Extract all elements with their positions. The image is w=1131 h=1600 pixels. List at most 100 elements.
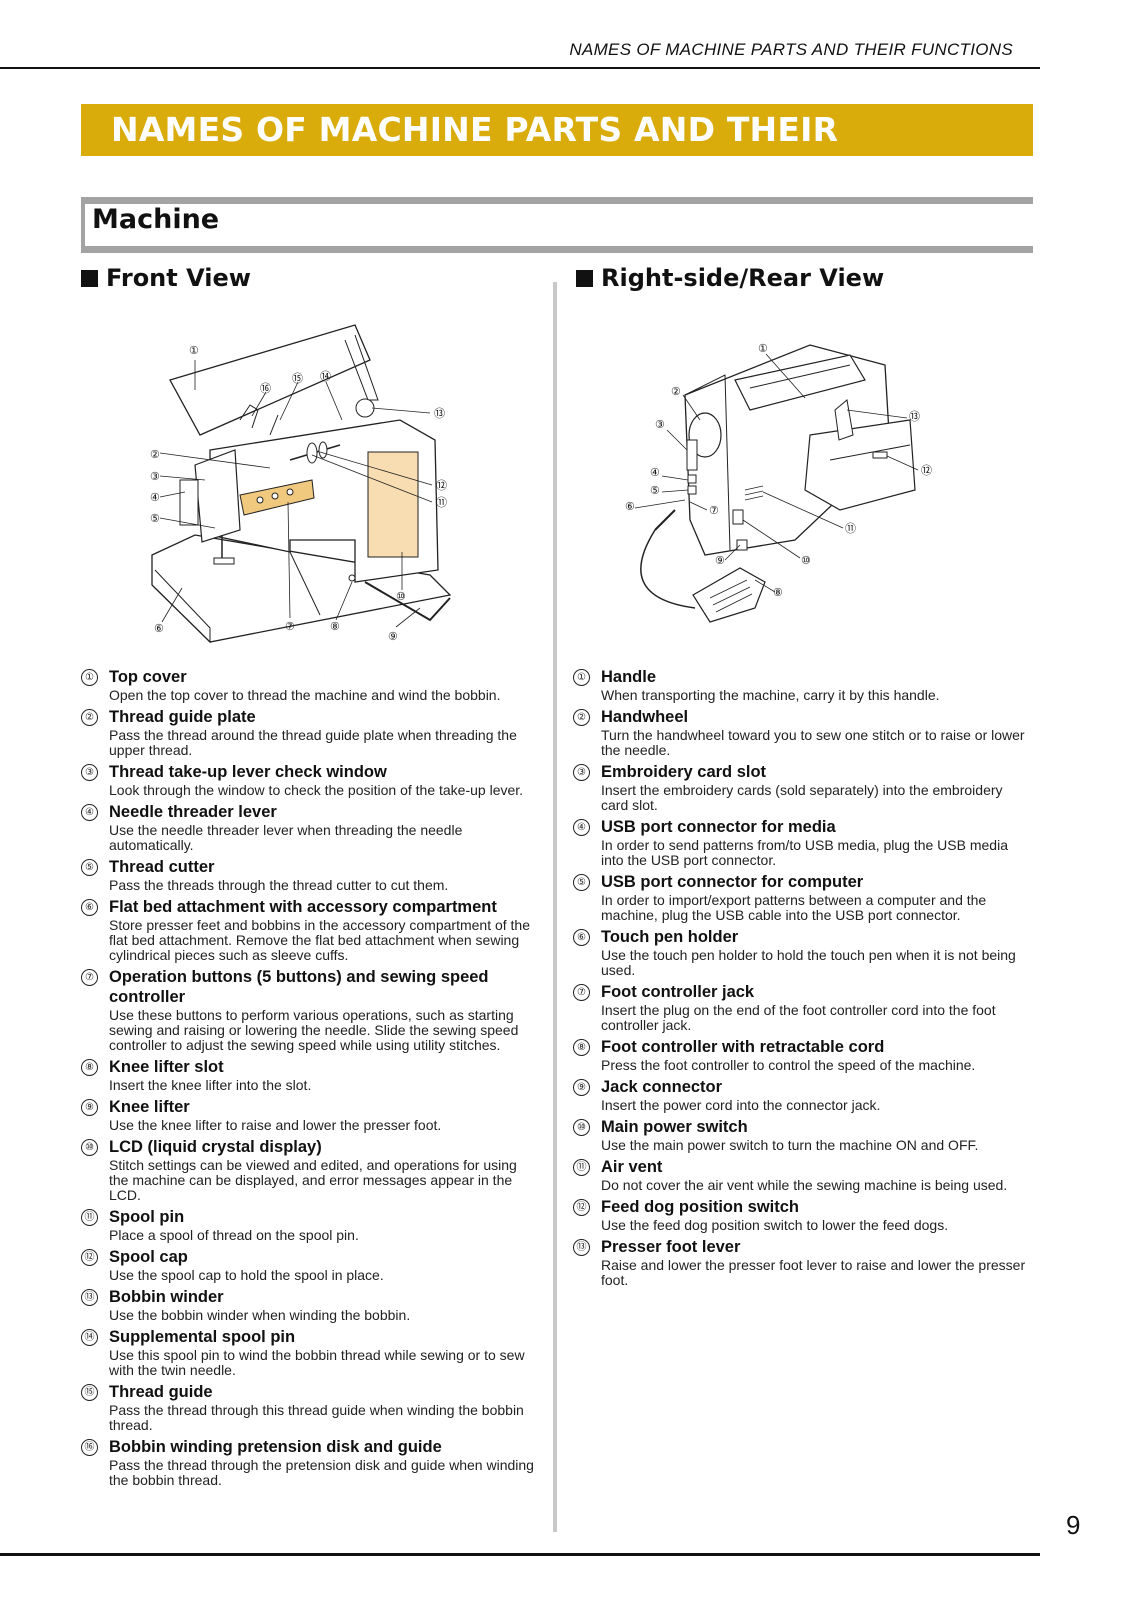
section-rule-bottom [81, 246, 1033, 253]
item-number: ⑫ [81, 1249, 98, 1266]
item-number: ③ [573, 764, 590, 781]
item-title: Supplemental spool pin [109, 1328, 296, 1346]
front-callout-11: ⑪ [436, 496, 447, 509]
item-title: LCD (liquid crystal display) [109, 1138, 322, 1156]
front-callout-15: ⑮ [292, 372, 303, 385]
front-callout-8: ⑧ [330, 621, 340, 633]
item-title: Handwheel [601, 708, 689, 726]
item-number: ⑤ [573, 874, 590, 891]
item-title: Thread guide [109, 1383, 213, 1401]
item-number: ⑫ [573, 1199, 590, 1216]
item-title: Bobbin winding pretension disk and guide [109, 1438, 442, 1456]
rear-callout-1: ① [758, 343, 768, 355]
item-title: Knee lifter [109, 1098, 190, 1116]
item-description: Insert the knee lifter into the slot. [109, 1077, 312, 1093]
item-number: ⑦ [573, 984, 590, 1001]
section-rule-side [81, 197, 85, 253]
rear-callout-9: ⑨ [715, 555, 725, 567]
item-title: Top cover [109, 668, 187, 686]
list-item: ⑯ Bobbin winding pretension disk and guid… [81, 1437, 536, 1488]
item-description: Place a spool of thread on the spool pin… [109, 1227, 359, 1243]
item-number: ⑩ [81, 1139, 98, 1156]
rear-callout-11: ⑪ [845, 522, 856, 535]
item-title: USB port connector for computer [601, 873, 864, 891]
rear-callout-3: ③ [655, 419, 665, 431]
front-callout-9: ⑨ [388, 631, 398, 643]
item-description: Pass the thread through the pretension d… [109, 1457, 534, 1488]
item-description: Insert the power cord into the connector… [601, 1097, 881, 1113]
running-head: NAMES OF MACHINE PARTS AND THEIR FUNCTIO… [569, 40, 1013, 59]
front-callout-1: ① [189, 345, 199, 357]
item-title: Presser foot lever [601, 1238, 741, 1256]
front-callout-2: ② [150, 449, 160, 461]
item-description: Use the spool cap to hold the spool in p… [109, 1267, 384, 1283]
item-description: Press the foot controller to control the… [601, 1057, 976, 1073]
item-number: ② [81, 709, 98, 726]
item-title: Foot controller jack [601, 983, 755, 1001]
square-bullet-icon [576, 269, 593, 287]
item-description: Turn the handwheel toward you to sew one… [601, 727, 1025, 758]
front-view-illustration: ① ② ③ ④ ⑤ ⑥ ⑦ ⑧ ⑨ ⑩ ⑪ ⑫ ⑬ ⑭ ⑮ ⑯ [140, 320, 520, 660]
front-callout-14: ⑭ [320, 370, 331, 383]
rear-callout-6: ⑥ [625, 501, 635, 513]
item-description: When transporting the machine, carry it … [601, 687, 940, 703]
item-number: ⑯ [81, 1439, 98, 1456]
item-title: Thread take-up lever check window [109, 763, 387, 781]
rear-view-illustration: ① ② ③ ④ ⑤ ⑥ ⑦ ⑧ ⑨ ⑩ ⑪ ⑫ ⑬ [625, 340, 955, 640]
item-number: ⑬ [81, 1289, 98, 1306]
chapter-banner: NAMES OF MACHINE PARTS AND THEIR FUNCTIO… [81, 104, 1033, 201]
item-description: Store presser feet and bobbins in the ac… [109, 917, 531, 963]
item-number: ⑨ [573, 1079, 590, 1096]
item-title: Handle [601, 668, 657, 686]
item-title: USB port connector for media [601, 818, 836, 836]
front-callout-12: ⑫ [436, 479, 447, 492]
front-callout-6: ⑥ [154, 623, 164, 635]
rear-callout-13: ⑬ [909, 410, 920, 423]
header-rule [0, 67, 1040, 69]
rear-callout-5: ⑤ [650, 485, 660, 497]
front-view-heading: Front View [81, 264, 251, 292]
item-description: Use the needle threader lever when threa… [109, 822, 463, 853]
item-description: Pass the thread through this thread guid… [109, 1402, 524, 1433]
item-number: ⑪ [81, 1209, 98, 1226]
rear-callout-8: ⑧ [773, 587, 783, 599]
item-number: ④ [81, 804, 98, 821]
item-title: Embroidery card slot [601, 763, 767, 781]
section-rule-top [81, 197, 1033, 204]
item-title: Operation buttons (5 buttons) and sewing… [109, 968, 489, 1006]
rear-view-machine-drawing: ① ② ③ ④ ⑤ ⑥ ⑦ ⑧ ⑨ ⑩ ⑪ ⑫ ⑬ [625, 343, 932, 623]
rear-view-heading: Right-side/Rear View [576, 264, 884, 292]
front-view-heading-text: Front View [106, 264, 251, 292]
item-title: Bobbin winder [109, 1288, 224, 1306]
item-description: Do not cover the air vent while the sewi… [601, 1177, 1008, 1193]
item-description: Pass the threads through the thread cutt… [109, 877, 449, 893]
rear-callout-7: ⑦ [709, 505, 719, 517]
item-number: ⑭ [81, 1329, 98, 1346]
section-title: Machine [92, 204, 220, 235]
rear-view-heading-text: Right-side/Rear View [601, 264, 885, 292]
item-number: ⑩ [573, 1119, 590, 1136]
item-title: Knee lifter slot [109, 1058, 224, 1076]
item-title: Foot controller with retractable cord [601, 1038, 885, 1056]
item-description: Use this spool pin to wind the bobbin th… [109, 1347, 525, 1378]
item-number: ⑧ [573, 1039, 590, 1056]
front-callout-16: ⑯ [260, 382, 271, 395]
item-description: Use the feed dog position switch to lowe… [601, 1217, 949, 1233]
front-callout-13: ⑬ [434, 407, 445, 420]
